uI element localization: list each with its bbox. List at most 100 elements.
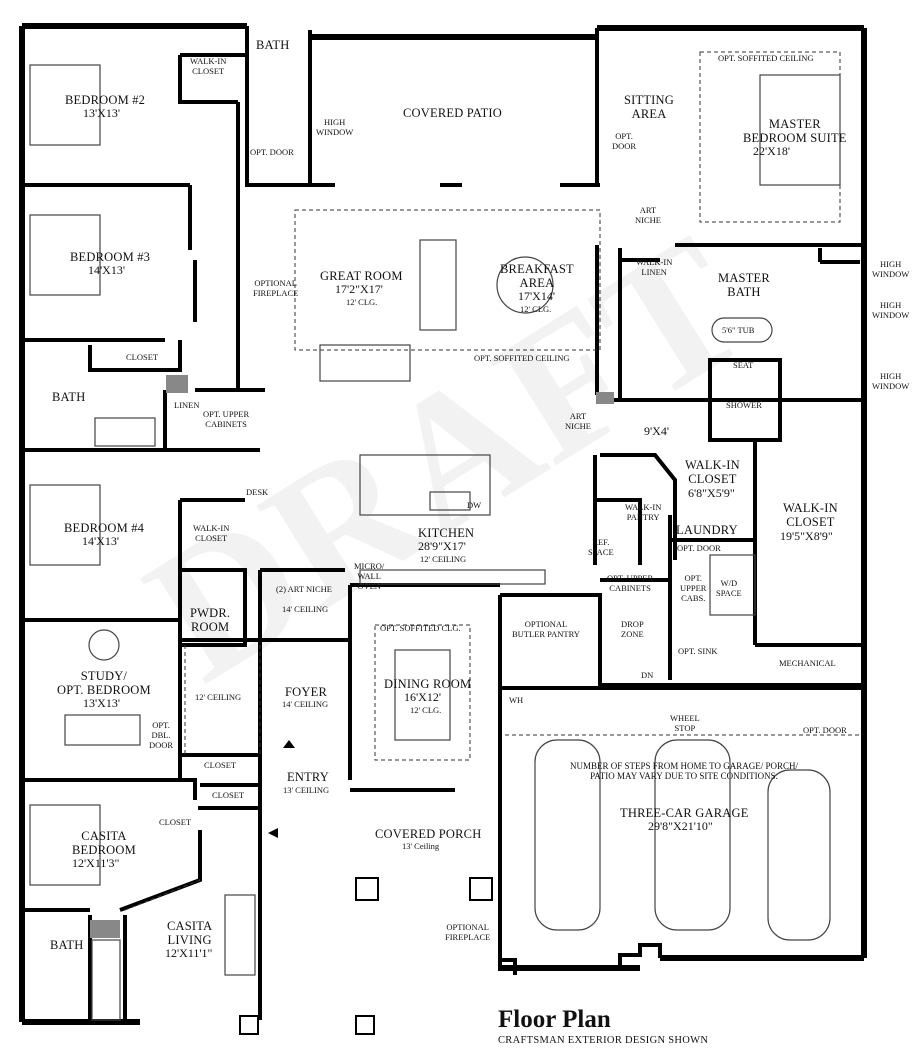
label-shower: SHOWER xyxy=(726,400,762,410)
master-bed xyxy=(759,74,841,186)
soffit-dining xyxy=(374,624,471,761)
label-kitchen: KITCHEN xyxy=(418,526,475,540)
kitchen-counter xyxy=(359,569,546,585)
label-casita-bedroom: CASITA BEDROOM xyxy=(72,829,136,858)
car-1 xyxy=(534,739,601,931)
label-seat: SEAT xyxy=(733,360,754,370)
label-garage: THREE-CAR GARAGE xyxy=(620,806,749,820)
label-garage-dim: 29'8"X21'10" xyxy=(648,819,713,833)
label-mechanical: MECHANICAL xyxy=(779,658,836,668)
label-art-niche-c: (2) ART NICHE xyxy=(276,584,332,594)
label-breakfast-dim: 17'X14' xyxy=(518,289,555,303)
label-art-niche-a: ART NICHE xyxy=(635,205,661,225)
label-bath-mid: BATH xyxy=(52,390,86,404)
label-walk-in-closet-d: WALK-IN CLOSET xyxy=(783,501,838,530)
arrow-entry-up xyxy=(283,740,295,748)
label-covered-porch-clg: 13' Ceiling xyxy=(402,841,440,851)
label-dw: DW xyxy=(467,500,482,510)
label-master-bath: MASTER BATH xyxy=(718,271,770,300)
label-bedroom4: BEDROOM #4 xyxy=(64,521,145,535)
label-linen: LINEN xyxy=(174,400,200,410)
label-closet-c: CLOSET xyxy=(212,790,245,800)
label-study: STUDY/ OPT. BEDROOM xyxy=(57,669,151,698)
label-laundry: LAUNDRY xyxy=(676,523,738,537)
label-desk: DESK xyxy=(246,487,269,497)
label-opt-soffited-dining: OPT. SOFFITED CLG. xyxy=(380,623,461,633)
entry-arrows xyxy=(268,740,295,838)
bath-mid-tub xyxy=(94,417,156,447)
label-dining-room: DINING ROOM xyxy=(384,677,472,691)
label-walk-in-pantry: WALK-IN PANTRY xyxy=(625,502,662,522)
arrow-entry-left xyxy=(268,828,278,838)
label-opt-door-b: OPT. DOOR xyxy=(612,131,637,151)
car-3 xyxy=(767,769,831,941)
bedroom2-bed xyxy=(29,64,101,146)
wall-master-bath xyxy=(618,248,860,400)
label-entry: ENTRY xyxy=(287,770,329,784)
label-casita-living: CASITA LIVING xyxy=(167,919,213,948)
label-entry-clg: 13' CEILING xyxy=(283,785,330,795)
plan-title: Floor Plan xyxy=(498,1006,611,1033)
casita-sofa xyxy=(224,894,256,976)
wd-box xyxy=(709,554,756,616)
label-opt-door-c: OPT. DOOR xyxy=(677,543,721,553)
plan-subtitle: CRAFTSMAN EXTERIOR DESIGN SHOWN xyxy=(498,1035,709,1046)
label-wd-space: W/D SPACE xyxy=(716,578,742,598)
sofa-b xyxy=(319,344,411,382)
post-d xyxy=(355,1015,375,1035)
label-ref-space: REF. SPACE xyxy=(588,537,614,557)
label-opt-soffited-master: OPT. SOFFITED CEILING xyxy=(718,53,814,63)
label-casita-bedroom-dim: 12'X11'3" xyxy=(72,856,120,870)
fixtures xyxy=(29,64,841,1021)
wall-bath-top xyxy=(245,26,312,185)
wall-closet-a xyxy=(178,53,245,104)
soffit-great-room xyxy=(294,209,601,351)
label-high-window-c: HIGH WINDOW xyxy=(872,300,910,320)
label-bedroom2-dim: 13'X13' xyxy=(83,106,120,120)
label-tub: 5'6" TUB xyxy=(722,325,755,335)
label-bath-casita: BATH xyxy=(50,938,84,952)
study-chair xyxy=(88,629,120,661)
label-study-dim: 13'X13' xyxy=(83,696,120,710)
post-b xyxy=(469,877,493,901)
label-closet-b: CLOSET xyxy=(204,760,237,770)
label-covered-porch: COVERED PORCH xyxy=(375,827,482,841)
label-opt-soffited-great: OPT. SOFFITED CEILING xyxy=(474,353,570,363)
label-sitting-area: SITTING AREA xyxy=(624,93,675,122)
wall-south-garage xyxy=(498,955,864,971)
label-high-window-a: HIGH WINDOW xyxy=(316,117,354,137)
label-walk-in-closet-d-dim: 19'5"X8'9" xyxy=(780,529,833,543)
label-walk-in-closet-a: WALK-IN CLOSET xyxy=(190,56,227,76)
casita-bed xyxy=(29,804,101,886)
label-dining-clg: 12' CLG. xyxy=(410,705,442,715)
shaded-block-c xyxy=(90,920,120,938)
kitchen-island xyxy=(359,454,491,516)
label-drop-zone: DROP ZONE xyxy=(621,619,644,639)
interior-walls xyxy=(20,26,864,1020)
label-opt-door-a: OPT. DOOR xyxy=(250,147,294,157)
label-walk-in-closet-b: WALK-IN CLOSET xyxy=(685,458,740,487)
label-optional-fireplace-b: OPTIONAL FIREPLACE xyxy=(445,922,491,942)
label-opt-sink: OPT. SINK xyxy=(678,646,718,656)
label-high-window-d: HIGH WINDOW xyxy=(872,371,910,391)
label-nine-by-four: 9'X4' xyxy=(644,424,669,438)
label-foyer-clg: 14' CEILING xyxy=(282,699,329,709)
study-desk xyxy=(64,714,141,746)
label-garage-note: NUMBER OF STEPS FROM HOME TO GARAGE/ POR… xyxy=(570,761,798,782)
label-pwdr-room: PWDR. ROOM xyxy=(190,606,231,635)
fill-blocks xyxy=(90,375,614,938)
shaded-block-a xyxy=(166,375,188,393)
post-a xyxy=(355,877,379,901)
label-bedroom3-dim: 14'X13' xyxy=(88,263,125,277)
label-covered-patio: COVERED PATIO xyxy=(403,106,503,120)
wall-dining xyxy=(348,585,502,970)
label-dining-dim: 16'X12' xyxy=(404,690,441,704)
label-high-window-b: HIGH WINDOW xyxy=(872,259,910,279)
label-bedroom4-dim: 14'X13' xyxy=(82,534,119,548)
label-walk-in-linen: WALK-IN LINEN xyxy=(636,257,673,277)
label-12-ceiling: 12' CEILING xyxy=(195,692,242,702)
post-c xyxy=(239,1015,259,1035)
label-14-ceiling-a: 14' CEILING xyxy=(282,604,329,614)
garage-step-walls xyxy=(498,943,662,975)
